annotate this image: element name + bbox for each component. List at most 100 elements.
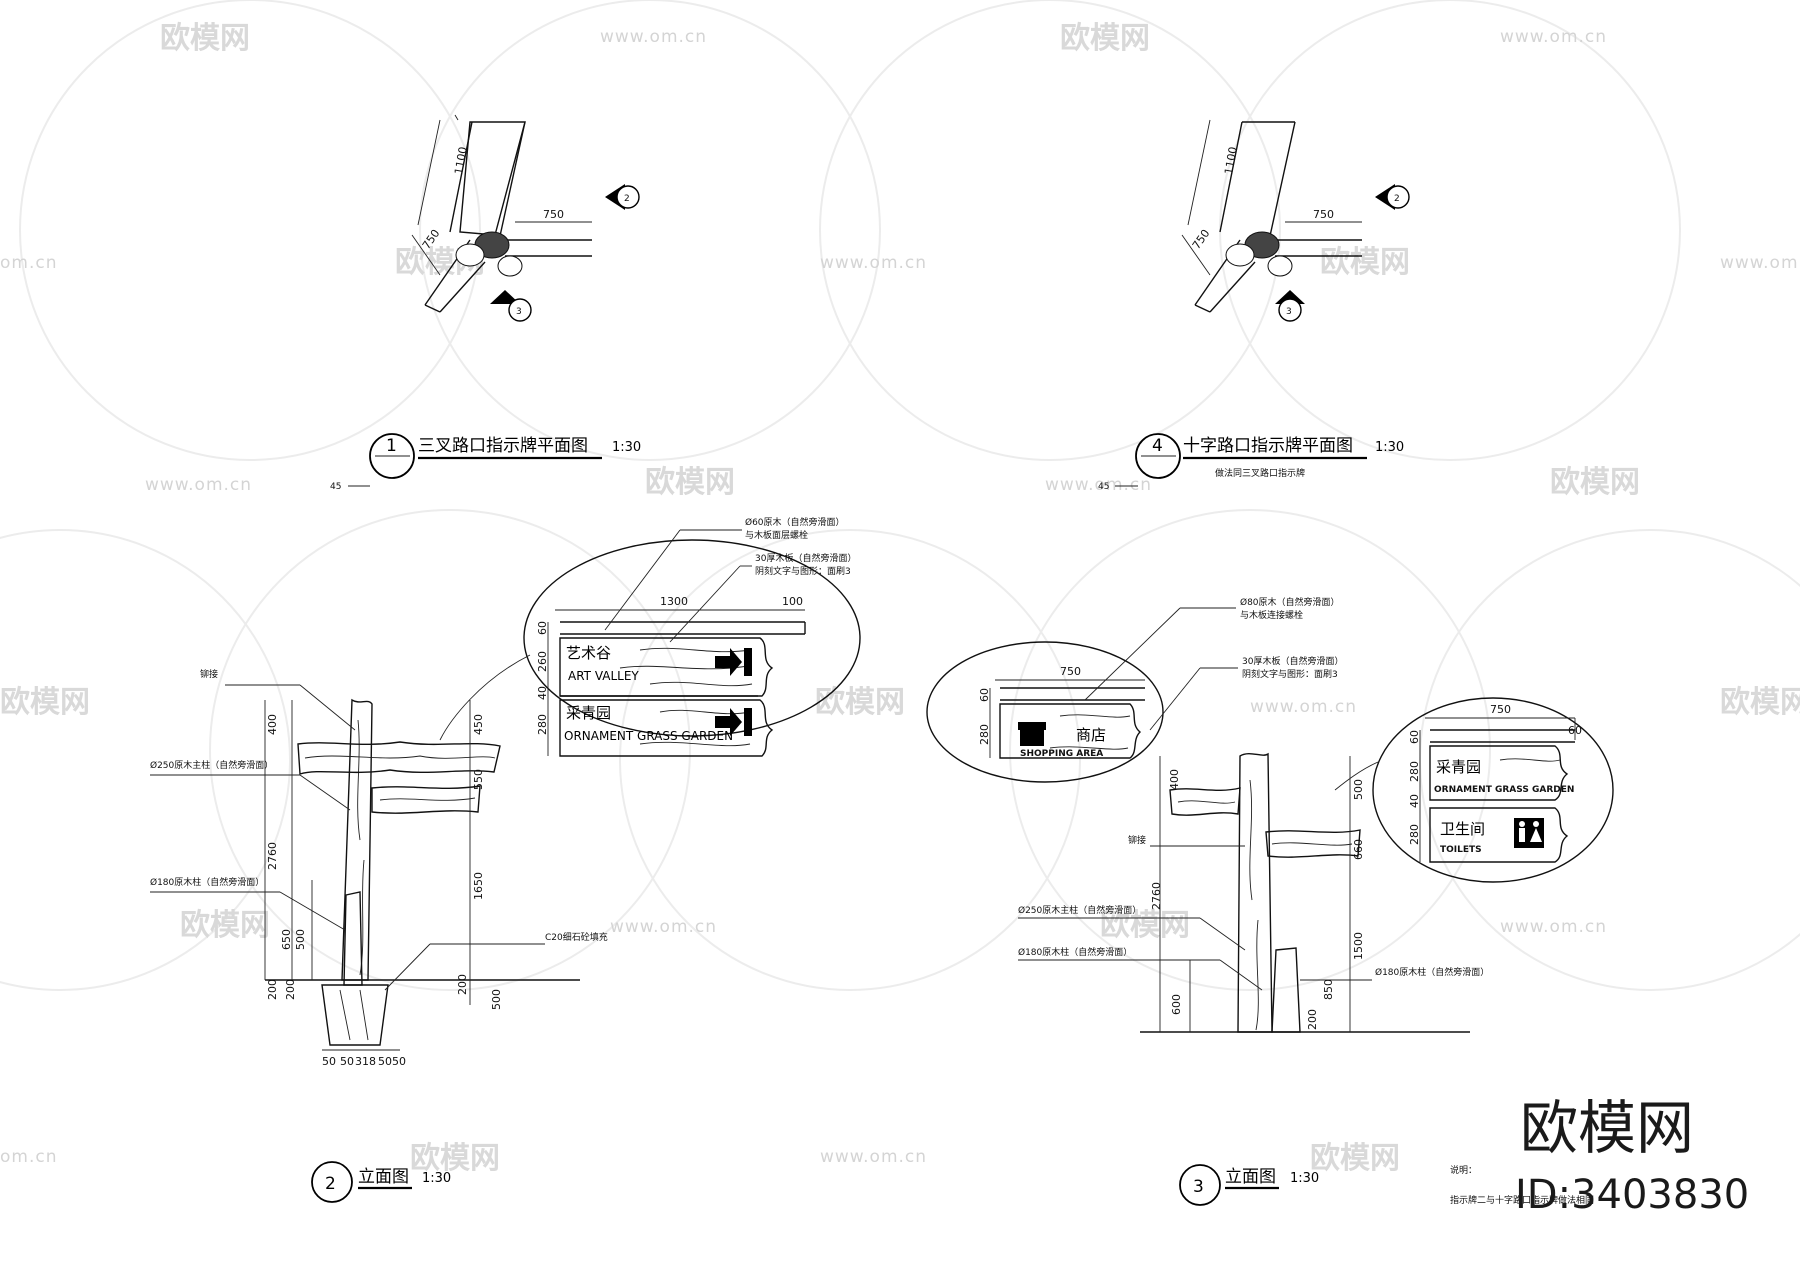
dim-h-d: 200 bbox=[284, 979, 297, 1000]
plan-number: 4 bbox=[1152, 436, 1163, 456]
elevation-view-3: 400 2760 600 500 660 1500 850 200 铆接 Ø25… bbox=[926, 596, 1614, 1206]
sheet-ref: 45 bbox=[1098, 482, 1109, 492]
watermark-url: www.om.cn bbox=[820, 1147, 927, 1167]
watermark-brand: 欧模网 bbox=[815, 685, 905, 720]
detail-ellipse bbox=[1372, 697, 1614, 883]
callout-top2b: 阴刻文字与图形：面刷3 bbox=[1242, 668, 1338, 680]
watermark-brand: 欧模网 bbox=[645, 465, 735, 500]
dim-board-h1: 260 bbox=[536, 651, 549, 672]
sheet-ref: 45 bbox=[330, 482, 341, 492]
callout-post-big: Ø250原木主柱（自然旁滑面） bbox=[150, 759, 273, 771]
watermark-url: www.om.cn bbox=[1500, 27, 1607, 47]
callout-post-big: Ø250原木主柱（自然旁滑面） bbox=[1018, 904, 1141, 916]
dim-sign-width: 1300 bbox=[660, 595, 688, 608]
callout-top1: Ø80原木（自然旁滑面） bbox=[1240, 596, 1340, 608]
plan-number: 1 bbox=[386, 436, 397, 456]
dim-branch: 750 bbox=[543, 208, 564, 221]
callout-top1b: 与木板连接螺栓 bbox=[1240, 609, 1303, 621]
detail-ellipse bbox=[926, 641, 1164, 783]
dim-h-up: 450 bbox=[472, 714, 485, 735]
watermark-brand: 欧模网 bbox=[1310, 1141, 1400, 1176]
dim-arm-short: 750 bbox=[1190, 227, 1213, 252]
dim-h-top: 400 bbox=[266, 714, 279, 735]
dim-arm-length: 1100 bbox=[1222, 146, 1240, 176]
brand-id: ID:3403830 bbox=[1515, 1172, 1749, 1218]
watermark-url: om.cn bbox=[0, 1147, 58, 1167]
dim-board-top: 60 bbox=[536, 621, 549, 635]
callout-footing: C20细石砼填充 bbox=[545, 931, 608, 943]
dim-gap: 40 bbox=[536, 686, 549, 700]
sign-label-en: SHOPPING AREA bbox=[1020, 749, 1103, 759]
plan-title: 十字路口指示牌平面图 bbox=[1183, 436, 1353, 456]
corner-brand: 欧模网 ID:3403830 bbox=[1515, 1094, 1749, 1218]
dim-h-up: 500 bbox=[1352, 779, 1365, 800]
callout-top2: 30厚木板（自然旁滑面） bbox=[1242, 655, 1343, 667]
sign-label-en: ORNAMENT GRASS GARDEN bbox=[564, 729, 733, 743]
elevation-title: 立面图 bbox=[1225, 1167, 1276, 1187]
watermark-url: www.om.cn bbox=[1720, 253, 1800, 273]
dim-foot: 50 bbox=[392, 1055, 406, 1068]
sign-label-cn: 采青园 bbox=[566, 704, 611, 722]
watermark-url: www.om.cn bbox=[1250, 697, 1357, 717]
callout-top2: 30厚木板（自然旁滑面） bbox=[755, 552, 856, 564]
dim-h-total: 2760 bbox=[266, 842, 279, 870]
dim-foot: 50 bbox=[340, 1055, 354, 1068]
dim-h-low: 1500 bbox=[1352, 932, 1365, 960]
dim-sign-tip: 100 bbox=[782, 595, 803, 608]
sign-label-cn: 采青园 bbox=[1436, 758, 1481, 776]
sign-label-en: ART VALLEY bbox=[568, 669, 639, 683]
callout-post-small: Ø180原木柱（自然旁滑面） bbox=[150, 876, 264, 888]
watermark-url: www.om.cn bbox=[610, 917, 717, 937]
section-mark: 3 bbox=[516, 307, 522, 317]
watermark-url: www.om.cn bbox=[820, 253, 927, 273]
watermark-url: www.om.cn bbox=[1500, 917, 1607, 937]
plan-subnote: 做法同三叉路口指示牌 bbox=[1215, 467, 1305, 479]
sign-label-en: ORNAMENT GRASS GARDEN bbox=[1434, 785, 1574, 795]
dim-h-low: 1650 bbox=[472, 872, 485, 900]
dim-h-a: 850 bbox=[1322, 979, 1335, 1000]
watermark-brand: 欧模网 bbox=[1320, 245, 1410, 280]
callout-top1: Ø60原木（自然旁滑面） bbox=[745, 516, 845, 528]
watermark-brand: 欧模网 bbox=[1060, 21, 1150, 56]
plan-title: 三叉路口指示牌平面图 bbox=[418, 436, 588, 456]
dim-board-h2a: 280 bbox=[1408, 761, 1421, 782]
dim-h-c: 200 bbox=[1306, 1009, 1319, 1030]
dim-foot: 318 bbox=[355, 1055, 376, 1068]
watermark-brand: 欧模网 bbox=[160, 21, 250, 56]
dim-gap: 40 bbox=[1408, 794, 1421, 808]
dim-board-h2: 280 bbox=[536, 714, 549, 735]
brand-logo-text: 欧模网 bbox=[1520, 1094, 1694, 1162]
watermark-brand: 欧模网 bbox=[0, 685, 90, 720]
watermark-url: www.om.cn bbox=[1045, 475, 1152, 495]
dim-foot: 50 bbox=[378, 1055, 392, 1068]
dim-h-mid: 660 bbox=[1352, 839, 1365, 860]
section-mark: 2 bbox=[624, 194, 630, 204]
dim-board-h: 280 bbox=[978, 724, 991, 745]
watermark-brand: 欧模网 bbox=[180, 908, 270, 943]
callout-top1b: 与木板面层螺栓 bbox=[745, 529, 808, 541]
elevation-number: 3 bbox=[1193, 1177, 1204, 1197]
plan-view-1: 1100 750 750 2 3 1 45 三叉路口指示牌平面图 1:30 bbox=[330, 114, 641, 492]
watermark-url: www.om.cn bbox=[145, 475, 252, 495]
notes-text: 指示牌二与十字路口指示牌做法相同 bbox=[1450, 1194, 1594, 1206]
watermark-brand: 欧模网 bbox=[1720, 685, 1800, 720]
plan-scale: 1:30 bbox=[612, 440, 641, 455]
dim-sign-width: 750 bbox=[1490, 703, 1511, 716]
callout-left-top: 铆接 bbox=[1128, 834, 1146, 846]
callout-left-top: 铆接 bbox=[200, 668, 218, 680]
watermark-brand: 欧模网 bbox=[1100, 908, 1190, 943]
watermark-brand: 欧模网 bbox=[410, 1141, 500, 1176]
dim-h-a: 650 bbox=[280, 929, 293, 950]
plan-view-4: 1100 750 750 2 3 4 45 十字路口指示牌平面图 1:30 做法… bbox=[1098, 119, 1410, 492]
sign-label-cn: 商店 bbox=[1076, 726, 1106, 744]
dim-board-top: 60 bbox=[1408, 730, 1421, 744]
watermark-layer: 欧模网 www.om.cn 欧模网 www.om.cn om.cn 欧模网 ww… bbox=[0, 0, 1800, 1176]
elevation-scale: 1:30 bbox=[422, 1171, 451, 1186]
elevation-scale: 1:30 bbox=[1290, 1171, 1319, 1186]
dim-h-c: 200 bbox=[266, 979, 279, 1000]
dim-h-b: 600 bbox=[1170, 994, 1183, 1015]
dim-h-e: 500 bbox=[490, 989, 503, 1010]
watermark-brand: 欧模网 bbox=[1550, 465, 1640, 500]
plan-scale: 1:30 bbox=[1375, 440, 1404, 455]
